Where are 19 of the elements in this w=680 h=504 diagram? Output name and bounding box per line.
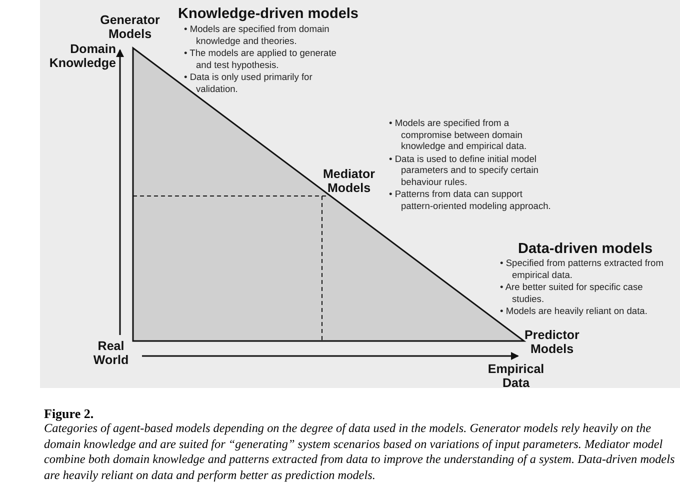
bullet-point: • Models are specified from domain knowledge and theories. xyxy=(184,24,330,47)
figure-caption: Categories of agent-based models depending on the degree of data used in the models. Generator models rely heavily on the domain knowledge and are suited for “generating” system scenarios based on variations of input parameters. Mediator model combine both domain knowledge and patterns extracted from data to improve the understanding of a system. Data-driven models are heavily reliant on data and perform better as prediction models. xyxy=(44,421,676,484)
bullet-point: • Data is used to define initial model parameters and to specify certain behaviour rules. xyxy=(389,154,540,188)
bullet-point: • The models are applied to generate and test hypothesis. xyxy=(184,48,338,71)
axis-label: Predictor Models xyxy=(524,328,580,356)
axis-label: Empirical Data xyxy=(486,362,546,390)
bullet-point: • Data is only used primarily for validation. xyxy=(184,72,314,95)
axis-label: Mediator Models xyxy=(322,167,376,195)
figure-title: Figure 2. xyxy=(44,406,94,422)
bullet-point: • Are better suited for specific case studies. xyxy=(500,282,644,305)
bullet-point: • Models are heavily reliant on data. xyxy=(500,306,648,318)
bullet-point: • Models are specified from a compromise between domain knowledge and empirical data. xyxy=(389,118,528,152)
bullet-point: • Specified from patterns extracted from empirical data. xyxy=(500,258,664,281)
axis-label: Real World xyxy=(92,339,130,367)
section-heading: Data-driven models xyxy=(518,241,653,257)
axis-label: Generator Models xyxy=(99,13,161,41)
axis-label: Domain Knowledge xyxy=(48,42,116,70)
bullet-point: • Patterns from data can support pattern-oriented modeling approach. xyxy=(389,189,552,212)
section-heading: Knowledge-driven models xyxy=(178,6,358,22)
